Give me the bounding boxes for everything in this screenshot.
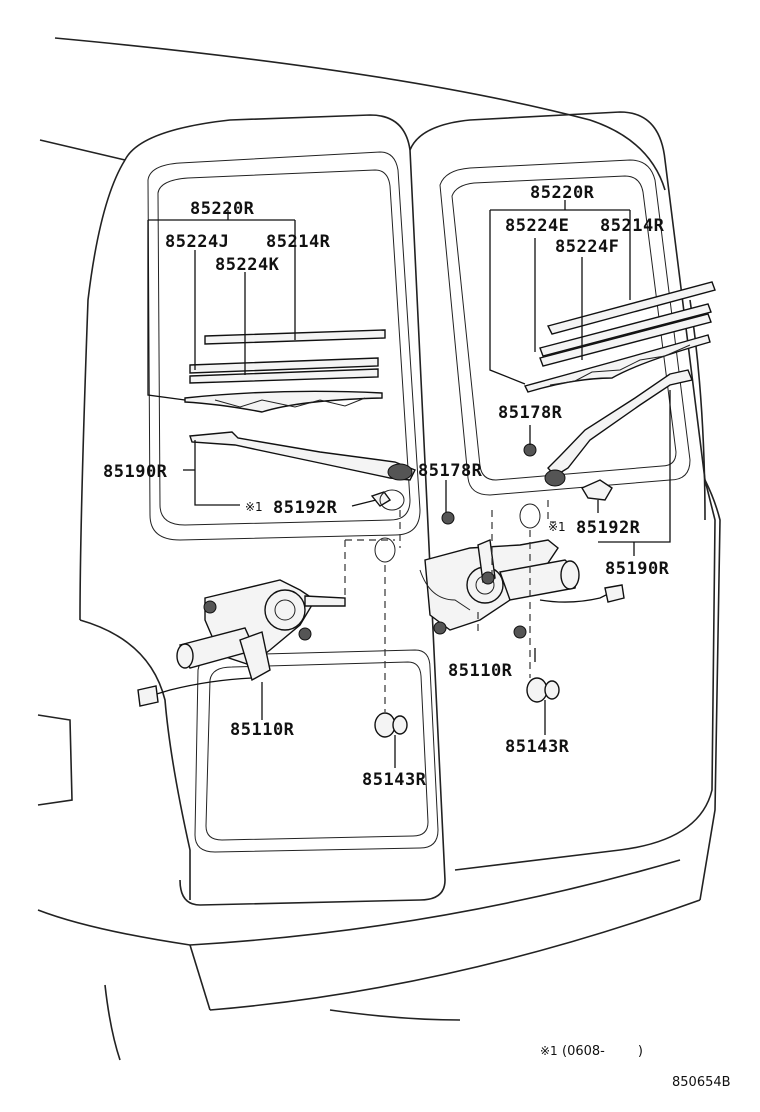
label-left-85192r: 85192R xyxy=(273,498,338,518)
right-wiper-arm xyxy=(441,369,693,529)
label-left-85190r: 85190R xyxy=(103,462,168,482)
right-leader-lines xyxy=(489,200,671,735)
label-left-85143r: 85143R xyxy=(362,770,427,790)
right-wiper-blade xyxy=(523,281,716,393)
label-right-85224f: 85224F xyxy=(555,237,619,257)
label-left-85224j: 85224J xyxy=(165,232,229,252)
label-left-85224k: 85224K xyxy=(215,255,280,275)
label-right-85110r: 85110R xyxy=(448,661,513,681)
label-right-85220r: 85220R xyxy=(530,183,595,203)
label-left-note-mark: ※1 xyxy=(245,500,263,514)
footnote-range: (0608- ) xyxy=(562,1044,643,1059)
label-right-85192r: 85192R xyxy=(576,518,641,538)
left-leader-lines xyxy=(147,210,447,768)
label-left-85178r: 85178R xyxy=(418,461,483,481)
label-right-85224e: 85224E xyxy=(505,216,569,236)
left-wiper-motor xyxy=(137,579,346,707)
left-cover-hole xyxy=(374,537,396,563)
label-left-85220r: 85220R xyxy=(190,199,255,219)
left-nut xyxy=(441,511,455,525)
illustration-code: 850654B xyxy=(672,1075,731,1090)
label-right-85143r: 85143R xyxy=(505,737,570,757)
right-nut xyxy=(523,443,537,457)
label-right-85178r: 85178R xyxy=(498,403,563,423)
left-labels: 85220R 85224J 85214R 85224K 85190R ※1 85… xyxy=(103,199,483,790)
left-grommet xyxy=(374,712,408,738)
label-left-85110r: 85110R xyxy=(230,720,295,740)
left-wiper-blade xyxy=(184,329,386,413)
label-right-note-mark: ※1 xyxy=(548,520,566,534)
label-right-85190r: 85190R xyxy=(605,559,670,579)
right-grommet xyxy=(526,677,560,703)
right-rear-door xyxy=(409,111,716,871)
left-wiper-arm xyxy=(189,431,416,511)
right-guide-2 xyxy=(547,500,556,523)
van-body-outline xyxy=(37,37,721,1061)
label-left-85214r: 85214R xyxy=(266,232,331,252)
label-right-85214r: 85214R xyxy=(600,216,665,236)
right-labels: 85220R 85224E 85214R 85224F 85178R ※1 85… xyxy=(448,183,670,757)
footnote-mark: ※1 xyxy=(540,1044,558,1058)
right-wiper-motor xyxy=(419,539,625,639)
footer-notes: ※1 (0608- ) 850654B xyxy=(540,1044,731,1090)
